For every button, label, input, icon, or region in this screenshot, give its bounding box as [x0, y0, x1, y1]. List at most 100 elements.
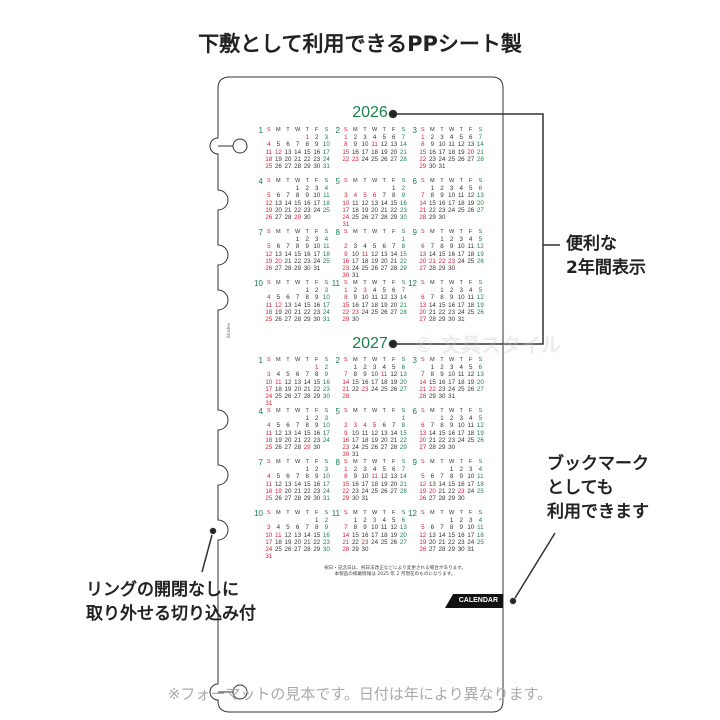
weekday-header: T — [382, 280, 386, 286]
day-cell: 10 — [322, 294, 330, 302]
empty-cell — [379, 236, 389, 243]
day-cell: 3 — [315, 185, 319, 193]
weekday-header: M — [353, 510, 358, 516]
day-cell: 11 — [371, 294, 378, 302]
empty-cell — [283, 185, 293, 192]
day-cell: 26 — [284, 393, 292, 401]
day-cell: 1 — [305, 415, 309, 423]
day-cell: 4 — [267, 141, 271, 149]
day-cell: 6 — [372, 192, 377, 200]
day-cell: 23 — [457, 538, 465, 546]
weekday-header: S — [343, 178, 348, 184]
day-cell: 10 — [265, 378, 273, 386]
day-cell: 5 — [478, 415, 483, 423]
day-cell: 12 — [380, 473, 388, 481]
day-cell: 14 — [342, 378, 350, 386]
day-cell: 29 — [342, 316, 350, 324]
empty-cell — [428, 287, 438, 294]
day-cell: 26 — [274, 316, 282, 324]
day-cell: 23 — [313, 487, 321, 495]
empty-cell — [283, 134, 293, 141]
day-cell: 1 — [305, 287, 309, 295]
day-cell: 31 — [351, 272, 359, 280]
day-cell: 28 — [342, 393, 350, 401]
day-cell: 13 — [294, 378, 302, 386]
day-cell: 22 — [303, 436, 311, 444]
day-cell: 31 — [322, 316, 330, 324]
day-cell: 19 — [390, 531, 398, 539]
day-cell: 15 — [313, 378, 321, 386]
day-cell: 19 — [380, 301, 388, 309]
day-cell: 23 — [303, 206, 311, 214]
day-cell: 6 — [401, 364, 406, 372]
empty-cell — [293, 466, 303, 473]
day-cell: 1 — [353, 517, 358, 525]
day-cell: 29 — [303, 316, 311, 324]
weekday-header: F — [392, 280, 396, 286]
day-cell: 20 — [399, 531, 407, 539]
weekday-header: M — [276, 357, 281, 363]
day-cell: 21 — [419, 385, 427, 393]
weekday-header: F — [469, 357, 473, 363]
day-cell: 4 — [353, 192, 358, 200]
empty-cell — [351, 185, 361, 192]
day-cell: 31 — [448, 393, 456, 401]
day-cell: 8 — [440, 294, 444, 302]
day-cell: 3 — [324, 134, 329, 142]
day-cell: 16 — [313, 301, 321, 309]
empty-cell — [274, 236, 284, 243]
day-cell: 15 — [303, 480, 311, 488]
year-label: 2026 — [352, 104, 388, 121]
day-cell: 21 — [342, 385, 350, 393]
day-cell: 29 — [342, 495, 350, 503]
month-number: 8 — [335, 228, 340, 237]
day-cell: 16 — [457, 531, 465, 539]
weekday-header: W — [371, 459, 378, 465]
day-cell: 24 — [361, 308, 369, 316]
empty-cell — [264, 466, 274, 473]
day-cell: 6 — [276, 243, 281, 251]
weekday-header: T — [286, 459, 290, 465]
day-cell: 27 — [476, 206, 484, 214]
day-cell: 10 — [342, 199, 350, 207]
day-cell: 26 — [390, 385, 398, 393]
month-number: 6 — [412, 177, 417, 186]
annotation-line: ブックマーク — [547, 454, 649, 474]
day-cell: 13 — [380, 250, 388, 258]
day-cell: 28 — [399, 308, 407, 316]
day-cell: 8 — [392, 192, 396, 200]
day-cell: 24 — [448, 206, 456, 214]
day-cell: 8 — [401, 243, 406, 251]
weekday-header: W — [294, 178, 301, 184]
day-cell: 4 — [382, 364, 386, 372]
day-cell: 4 — [478, 466, 483, 474]
day-cell: 8 — [315, 371, 319, 379]
day-cell: 17 — [322, 301, 330, 309]
weekday-header: T — [440, 357, 444, 363]
day-cell: 2 — [459, 466, 463, 474]
day-cell: 16 — [428, 148, 436, 156]
day-cell: 31 — [265, 400, 273, 408]
weekday-header: W — [294, 408, 301, 414]
empty-cell — [264, 287, 274, 294]
day-cell: 25 — [361, 265, 369, 273]
empty-cell — [293, 364, 303, 371]
day-cell: 24 — [361, 487, 369, 495]
day-cell: 4 — [324, 236, 329, 244]
day-cell: 14 — [476, 141, 484, 149]
day-cell: 28 — [284, 214, 292, 222]
day-cell: 8 — [344, 141, 348, 149]
day-cell: 2 — [324, 517, 329, 525]
day-cell: 16 — [303, 250, 311, 258]
day-cell: 28 — [399, 487, 407, 495]
day-cell: 2 — [324, 364, 329, 372]
day-cell: 11 — [467, 294, 474, 302]
day-cell: 29 — [448, 546, 456, 554]
day-cell: 13 — [284, 429, 292, 437]
day-cell: 20 — [476, 199, 484, 207]
day-cell: 18 — [448, 148, 456, 156]
day-cell: 2 — [353, 287, 358, 295]
